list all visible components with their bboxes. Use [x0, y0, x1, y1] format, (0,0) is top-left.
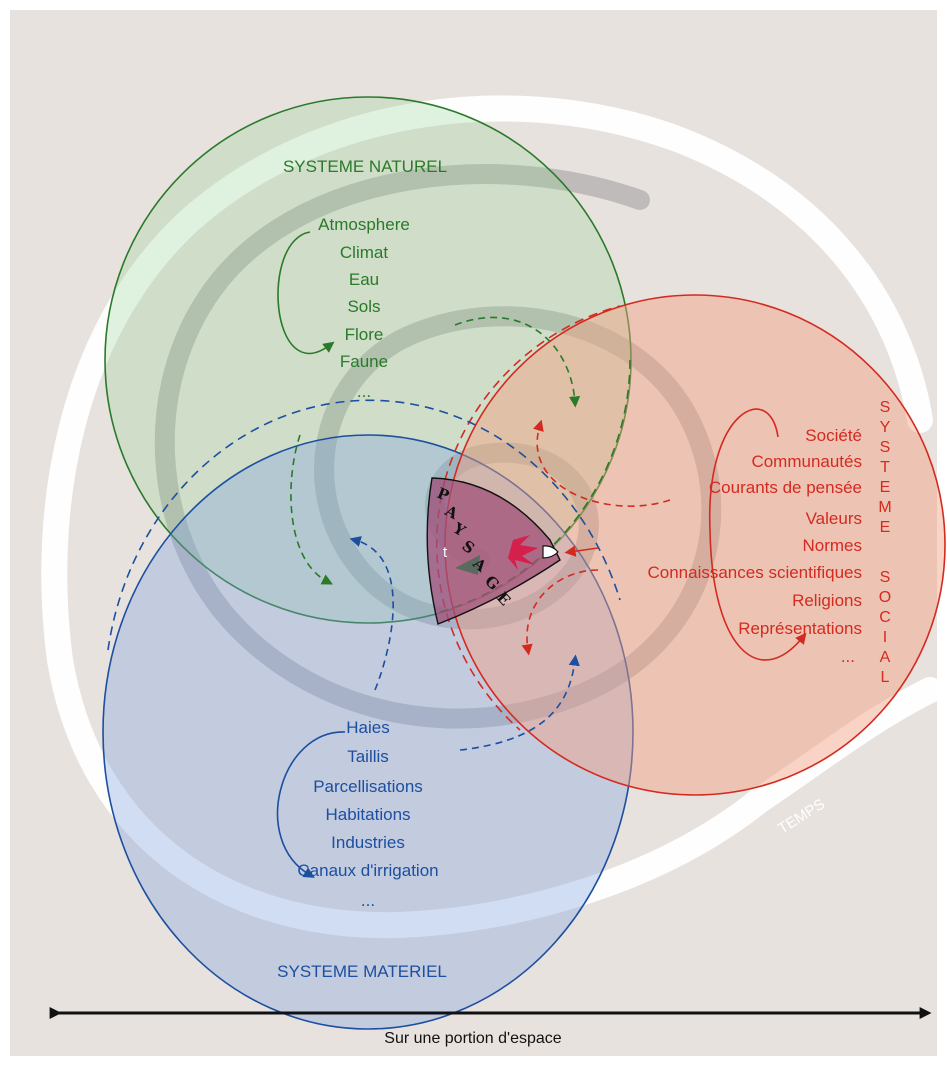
material-item: Canaux d'irrigation [297, 861, 438, 880]
social-item: Communautés [751, 452, 862, 471]
time-spiral-outer [41, 95, 943, 939]
natural-to-social-arrow [454, 316, 581, 408]
social-title-letter: A [880, 649, 891, 666]
material-to-natural-arrow [349, 536, 394, 691]
social-title-letter: I [883, 629, 887, 646]
natural-item: Climat [340, 243, 388, 262]
social-item: Courants de pensée [709, 478, 862, 497]
natural-cycle-arrow [277, 231, 335, 355]
material-cycle-arrow [276, 731, 346, 878]
flash-icon [508, 535, 538, 570]
social-title-letter: Y [880, 419, 891, 436]
social-title-letter: S [880, 569, 891, 586]
natural-items: Atmosphere Climat Eau Sols Flore Faune .… [318, 215, 410, 401]
material-system-title: SYSTEME MATERIEL [277, 962, 447, 981]
material-item: Taillis [347, 747, 389, 766]
social-item: Normes [802, 536, 862, 555]
time-spiral-inner [154, 164, 722, 729]
social-items: Société Communautés Courants de pensée V… [647, 426, 862, 666]
natural-item: Faune [340, 352, 388, 371]
natural-item: Eau [349, 270, 379, 289]
natural-item: Atmosphere [318, 215, 410, 234]
social-item: ... [841, 647, 855, 666]
material-item: ... [361, 891, 375, 910]
social-title-letter: L [881, 669, 890, 686]
social-item: Représentations [738, 619, 862, 638]
social-title-letter: S [880, 399, 891, 416]
social-title-letter: C [879, 609, 891, 626]
social-title-letter: E [880, 479, 891, 496]
social-dashed-arc [444, 305, 621, 481]
natural-item: Flore [345, 325, 384, 344]
social-item: Société [805, 426, 862, 445]
social-title-letter: O [879, 589, 891, 606]
social-system-title: S Y S T E M E S O C I A L [878, 399, 891, 686]
material-item: Industries [331, 833, 405, 852]
viewpoint-triangle-icon [455, 555, 480, 575]
time-t-label: t [443, 544, 448, 561]
social-to-natural-arrow [533, 419, 671, 507]
social-title-letter: S [880, 439, 891, 456]
eye-icon [542, 545, 559, 559]
social-title-letter: T [880, 459, 890, 476]
social-item: Religions [792, 591, 862, 610]
natural-item: ... [357, 382, 371, 401]
social-title-letter: E [880, 519, 891, 536]
natural-system-title: SYSTEME NATUREL [283, 157, 447, 176]
natural-system-circle [104, 96, 632, 624]
material-item: Haies [346, 718, 389, 737]
social-item: Connaissances scientifiques [647, 563, 862, 582]
social-item: Valeurs [806, 509, 862, 528]
social-title-letter: M [878, 499, 891, 516]
material-item: Habitations [325, 805, 410, 824]
material-items: Haies Taillis Parcellisations Habitation… [297, 718, 438, 910]
natural-to-material-arrow [290, 434, 333, 585]
natural-item: Sols [347, 297, 380, 316]
space-axis-label: Sur une portion d'espace [384, 1030, 562, 1047]
social-cycle-arrow [709, 408, 807, 661]
material-to-social-arrow [459, 654, 580, 751]
material-item: Parcellisations [313, 777, 423, 796]
social-to-paysage-arrow [564, 545, 599, 557]
social-to-material-arrow [521, 569, 599, 656]
paysage-lens [426, 477, 561, 625]
material-dashed-arc [107, 399, 621, 651]
